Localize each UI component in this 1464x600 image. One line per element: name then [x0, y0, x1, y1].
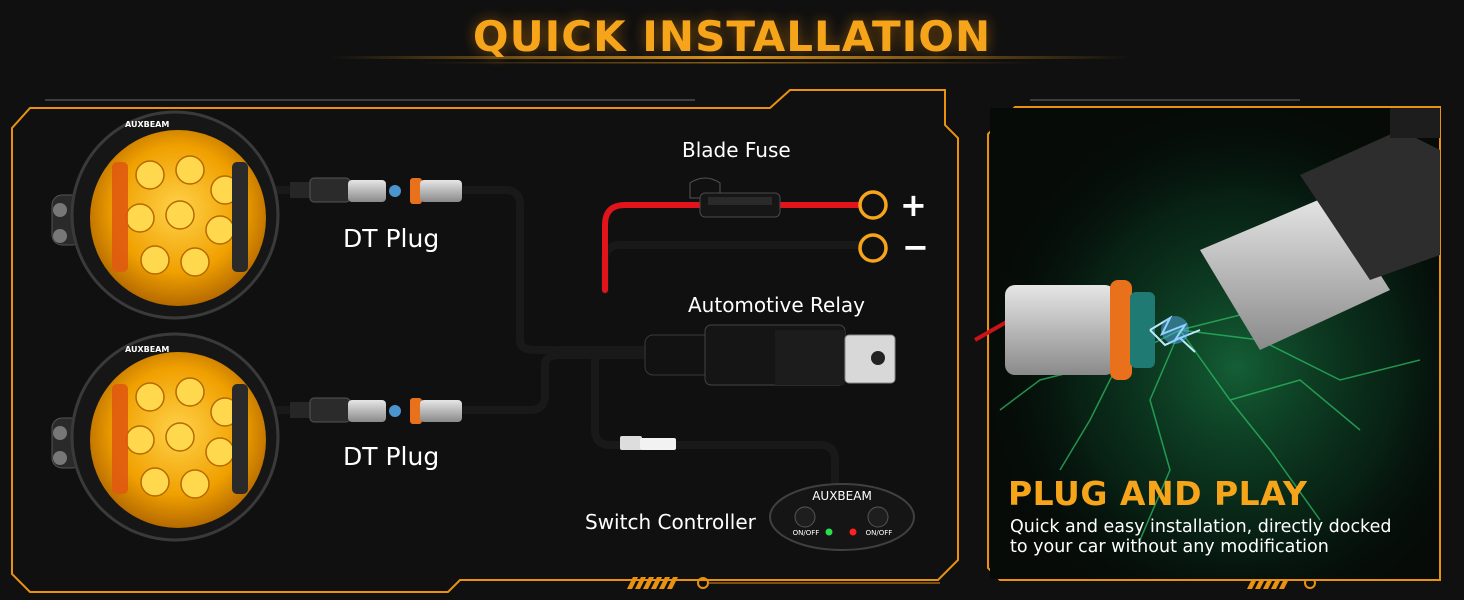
switch-controller-label: Switch Controller — [585, 510, 756, 534]
on-off-left-label: ON/OFF — [793, 529, 820, 537]
light-pod-top — [51, 110, 280, 320]
minus-label: − — [902, 228, 929, 266]
description-line-2: to your car without any modification — [1010, 537, 1329, 557]
switch-brand-label: AUXBEAM — [812, 489, 872, 503]
brand-label-bottom: AUXBEAM — [125, 345, 169, 354]
plug-and-play-title: PLUG AND PLAY — [1008, 474, 1308, 513]
switch-connector — [620, 436, 676, 450]
dt-plug-top — [290, 177, 462, 204]
switch-controller — [769, 469, 915, 551]
negative-terminal — [858, 233, 888, 263]
spark-icon — [1149, 315, 1201, 353]
left-panel-frame — [11, 89, 959, 593]
plus-label: + — [900, 186, 927, 224]
brand-label-top: AUXBEAM — [125, 120, 169, 129]
blade-fuse-label: Blade Fuse — [682, 138, 791, 162]
title-glow-line — [330, 56, 1130, 59]
blade-fuse — [689, 177, 781, 218]
green-lightning — [999, 259, 1421, 541]
dt-connector-male-closeup — [1200, 108, 1440, 350]
right-panel-frame — [987, 106, 1441, 581]
red-wire — [602, 202, 861, 293]
dt-plug-bottom — [290, 397, 462, 424]
left-panel-stripes — [627, 577, 678, 589]
description-line-1: Quick and easy installation, directly do… — [1010, 517, 1392, 537]
on-off-right-label: ON/OFF — [866, 529, 893, 537]
page-title: QUICK INSTALLATION — [472, 12, 992, 61]
red-led-icon — [849, 528, 857, 536]
dt-plug-bottom-label: DT Plug — [343, 442, 440, 471]
green-led-icon — [825, 528, 833, 536]
dt-connector-female-closeup — [974, 280, 1155, 380]
light-pod-bottom — [51, 332, 280, 542]
positive-terminal — [858, 190, 888, 220]
automotive-relay — [644, 324, 896, 386]
plug-and-play-description: Quick and easy installation, directly do… — [1010, 517, 1450, 557]
dt-plug-top-label: DT Plug — [343, 224, 440, 253]
automotive-relay-label: Automotive Relay — [688, 293, 866, 317]
